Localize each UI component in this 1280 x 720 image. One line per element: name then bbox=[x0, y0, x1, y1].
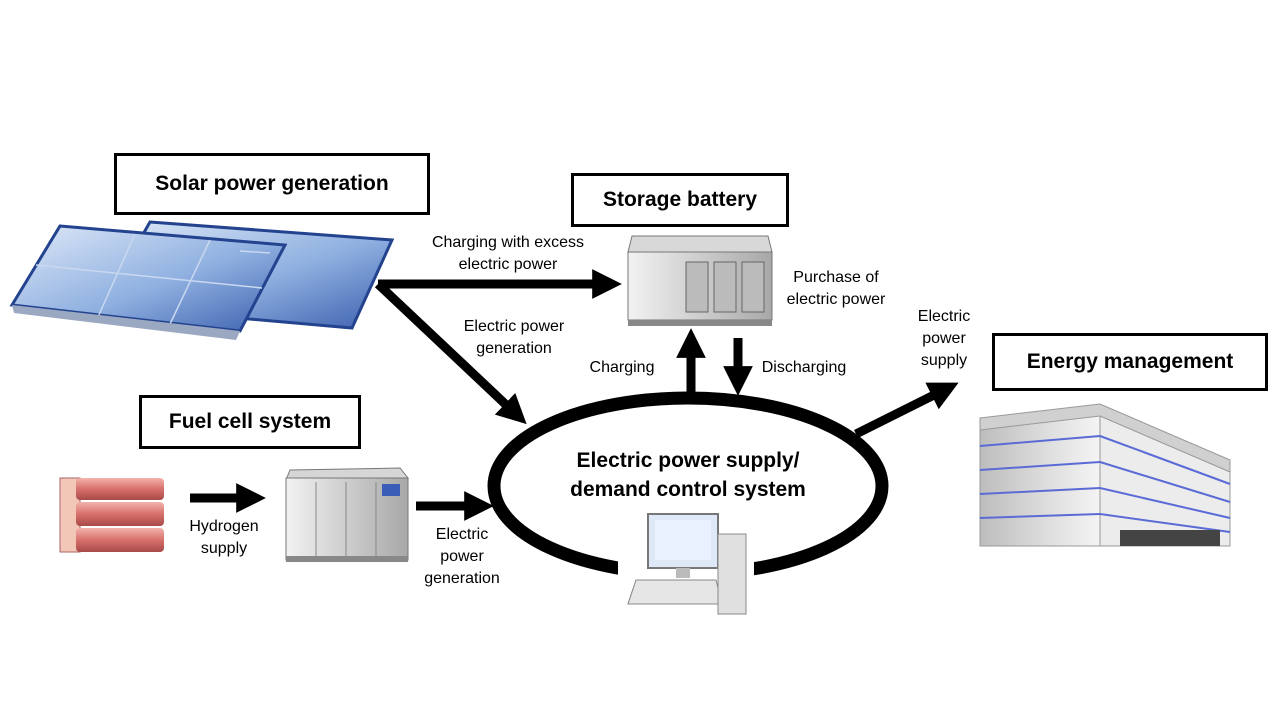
arrow-solar-to-control bbox=[374, 280, 527, 425]
energy-title: Energy management bbox=[1026, 350, 1234, 373]
label-solar-generation-line2: generation bbox=[476, 340, 552, 357]
storage-title: Storage battery bbox=[602, 188, 758, 211]
storage-title-box: Storage battery bbox=[571, 173, 789, 227]
label-charging: Charging bbox=[576, 357, 668, 379]
label-fuel-generation-line2: power bbox=[440, 548, 484, 565]
label-discharging: Discharging bbox=[752, 357, 856, 379]
label-purchase: Purchase of electric power bbox=[772, 267, 900, 311]
fuel-cell-title-box: Fuel cell system bbox=[139, 395, 361, 449]
label-purchase-line1: Purchase of bbox=[793, 269, 879, 286]
label-supply-line1: Electric bbox=[917, 308, 971, 325]
label-hydrogen-line1: Hydrogen bbox=[189, 518, 259, 535]
label-fuel-generation: Electric power generation bbox=[408, 524, 516, 590]
solar-title-box: Solar power generation bbox=[114, 153, 430, 215]
label-charging-excess-line1: Charging with excess bbox=[431, 234, 585, 251]
label-fuel-generation-line3: generation bbox=[424, 570, 500, 587]
office-building-icon bbox=[979, 403, 1231, 547]
label-solar-generation: Electric power generation bbox=[444, 316, 584, 360]
storage-battery-icon bbox=[627, 235, 773, 326]
label-fuel-generation-line1: Electric bbox=[435, 526, 489, 543]
solar-panel-icon bbox=[9, 220, 395, 340]
label-charging-excess-line2: electric power bbox=[458, 256, 558, 273]
label-supply-line2: power bbox=[922, 330, 966, 347]
label-supply: Electric power supply bbox=[904, 306, 984, 372]
energy-title-box: Energy management bbox=[992, 333, 1268, 391]
label-supply-line3: supply bbox=[920, 352, 968, 369]
computer-front-icon bbox=[627, 513, 747, 615]
control-system-line2: demand control system bbox=[570, 478, 806, 501]
arrow-supply-to-building bbox=[853, 382, 959, 439]
label-charging-text: Charging bbox=[589, 359, 655, 376]
label-discharging-text: Discharging bbox=[761, 359, 847, 376]
hydrogen-tank-icon bbox=[59, 477, 164, 553]
label-charging-excess: Charging with excess electric power bbox=[408, 232, 608, 276]
label-hydrogen-line2: supply bbox=[200, 540, 248, 557]
control-system-line1: Electric power supply/ bbox=[576, 449, 800, 472]
fuel-cell-title: Fuel cell system bbox=[168, 410, 332, 433]
fuel-cell-unit-icon bbox=[285, 467, 410, 562]
label-purchase-line2: electric power bbox=[786, 291, 886, 308]
solar-title: Solar power generation bbox=[155, 172, 389, 195]
label-hydrogen: Hydrogen supply bbox=[176, 516, 272, 560]
label-solar-generation-line1: Electric power bbox=[463, 318, 565, 335]
control-system-label: Electric power supply/ demand control sy… bbox=[548, 446, 828, 504]
